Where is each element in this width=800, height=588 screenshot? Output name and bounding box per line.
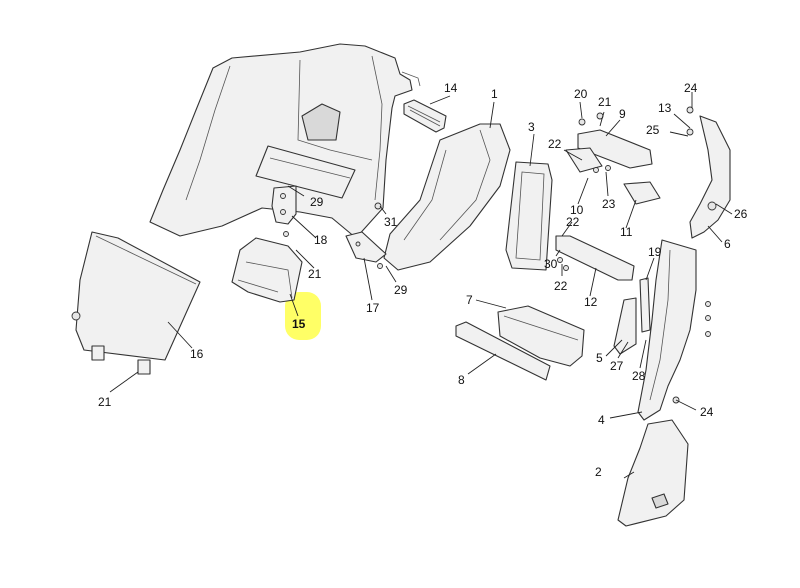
bracket-17 xyxy=(345,231,387,263)
pillar-panel-1 xyxy=(383,123,511,271)
pillar-4 xyxy=(637,239,697,421)
part-15-shell xyxy=(231,237,303,303)
callout-15: 15 xyxy=(292,317,306,331)
callout-4: 4 xyxy=(598,413,605,427)
callout-22-c: 22 xyxy=(554,279,568,293)
callout-23: 23 xyxy=(602,197,616,211)
callout-14: 14 xyxy=(444,81,458,95)
callout-16: 16 xyxy=(190,347,204,361)
callout-13: 13 xyxy=(658,101,672,115)
window-frame-3 xyxy=(505,161,553,271)
callout-labels: 1 2 3 4 5 6 7 8 9 10 11 12 13 14 15 16 1… xyxy=(98,81,748,479)
fasteners xyxy=(283,106,711,404)
tray-7 xyxy=(497,305,585,367)
callout-1: 1 xyxy=(491,87,498,101)
callout-18: 18 xyxy=(314,233,328,247)
callout-10: 10 xyxy=(570,203,584,217)
callout-21-c: 21 xyxy=(98,395,112,409)
callout-28: 28 xyxy=(632,369,646,383)
callout-22-b: 22 xyxy=(566,215,580,229)
callout-24-b: 24 xyxy=(700,405,714,419)
lower-shelf xyxy=(255,145,356,199)
callout-5: 5 xyxy=(596,351,603,365)
callout-24-a: 24 xyxy=(684,81,698,95)
callout-6: 6 xyxy=(724,237,731,251)
callout-25: 25 xyxy=(646,123,660,137)
callout-29-a: 29 xyxy=(310,195,324,209)
callout-19: 19 xyxy=(648,245,662,259)
callout-9: 9 xyxy=(619,107,626,121)
callout-21-a: 21 xyxy=(598,95,612,109)
callout-11: 11 xyxy=(620,225,633,239)
callout-31: 31 xyxy=(384,215,398,229)
callout-26: 26 xyxy=(734,207,748,221)
callout-8: 8 xyxy=(458,373,465,387)
callout-3: 3 xyxy=(528,120,535,134)
callout-20: 20 xyxy=(574,87,588,101)
leader-lines xyxy=(109,92,733,479)
callout-29-b: 29 xyxy=(394,283,408,297)
bracket-18 xyxy=(271,185,297,225)
clip-5 xyxy=(613,297,637,355)
vent-14 xyxy=(403,99,447,133)
callout-17: 17 xyxy=(366,301,380,315)
callout-22-a: 22 xyxy=(548,137,562,151)
flat-panel-16 xyxy=(71,231,201,375)
pillar-2 xyxy=(617,419,689,527)
rail-12 xyxy=(555,235,635,281)
strip-8 xyxy=(455,321,551,381)
callout-7: 7 xyxy=(466,293,473,307)
hinge-plates xyxy=(565,112,661,205)
callout-27: 27 xyxy=(610,359,624,373)
callout-2: 2 xyxy=(595,465,602,479)
seatbelt-6 xyxy=(689,115,731,239)
callout-21-b: 21 xyxy=(308,267,322,281)
strip-19 xyxy=(639,277,651,333)
callout-12: 12 xyxy=(584,295,598,309)
callout-30: 30 xyxy=(544,257,558,271)
